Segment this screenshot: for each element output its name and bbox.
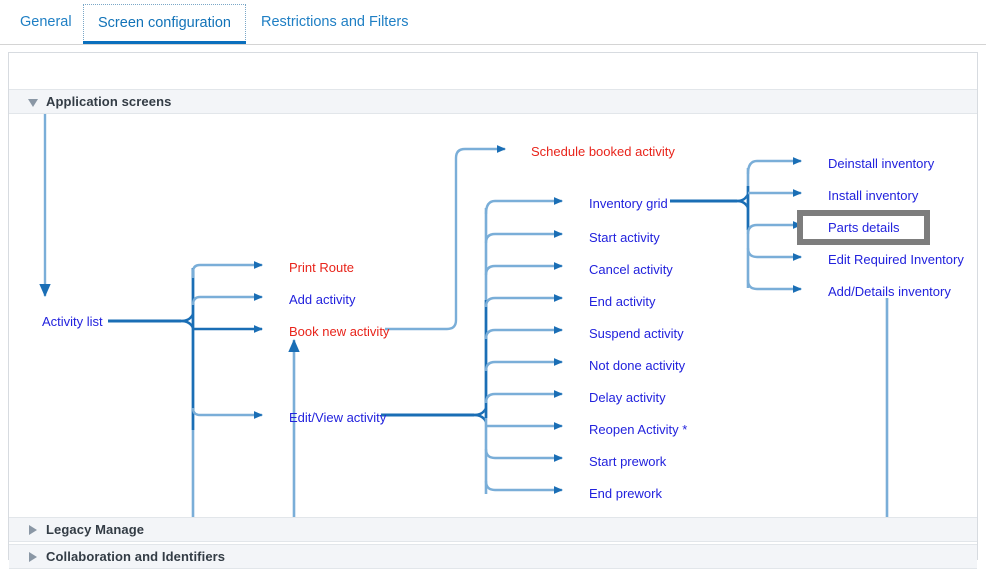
node-schedule-booked-activity[interactable]: Schedule booked activity [531, 144, 675, 159]
tab-screen-configuration[interactable]: Screen configuration [83, 4, 246, 45]
node-edit-required-inventory[interactable]: Edit Required Inventory [828, 252, 964, 267]
node-add-details-inventory[interactable]: Add/Details inventory [828, 284, 951, 299]
node-inventory-grid[interactable]: Inventory grid [589, 196, 668, 211]
node-install-inventory[interactable]: Install inventory [828, 188, 919, 203]
node-print-route[interactable]: Print Route [289, 260, 355, 275]
chevron-right-icon [28, 551, 38, 562]
section-header-application-screens[interactable]: Application screens [9, 89, 977, 114]
section-label-application-screens: Application screens [46, 94, 172, 109]
tab-general[interactable]: General [6, 4, 86, 40]
tab-general-label: General [20, 14, 72, 30]
node-reopen-activity[interactable]: Reopen Activity * [589, 422, 688, 437]
node-edit-view-activity[interactable]: Edit/View activity [289, 410, 387, 425]
node-delay-activity[interactable]: Delay activity [589, 390, 666, 405]
section-header-collaboration-and-identifiers[interactable]: Collaboration and Identifiers [9, 544, 977, 569]
section-header-legacy-manage[interactable]: Legacy Manage [9, 517, 977, 542]
node-end-activity[interactable]: End activity [589, 294, 656, 309]
node-book-new-activity[interactable]: Book new activity [289, 324, 390, 339]
chevron-right-icon [28, 524, 38, 535]
section-label-collaboration-and-identifiers: Collaboration and Identifiers [46, 549, 226, 564]
tab-bar: General Screen configuration Restriction… [0, 0, 986, 45]
node-start-activity[interactable]: Start activity [589, 230, 660, 245]
node-suspend-activity[interactable]: Suspend activity [589, 326, 684, 341]
content-panel [8, 52, 978, 560]
node-start-prework[interactable]: Start prework [589, 454, 667, 469]
chevron-down-icon [28, 97, 38, 107]
node-end-prework[interactable]: End prework [589, 486, 662, 501]
tab-bar-divider [0, 44, 986, 45]
node-deinstall-inventory[interactable]: Deinstall inventory [828, 156, 935, 171]
tab-restrictions-and-filters[interactable]: Restrictions and Filters [247, 4, 422, 40]
node-parts-details[interactable]: Parts details [828, 220, 900, 235]
node-cancel-activity[interactable]: Cancel activity [589, 262, 673, 277]
node-activity-list[interactable]: Activity list [42, 314, 103, 329]
section-label-legacy-manage: Legacy Manage [46, 522, 145, 537]
tab-screen-configuration-label: Screen configuration [98, 14, 231, 31]
active-tab-underline [83, 41, 246, 45]
node-not-done-activity[interactable]: Not done activity [589, 358, 686, 373]
node-add-activity[interactable]: Add activity [289, 292, 356, 307]
parts-details-highlight[interactable] [797, 210, 930, 245]
tab-restrictions-and-filters-label: Restrictions and Filters [261, 14, 409, 30]
